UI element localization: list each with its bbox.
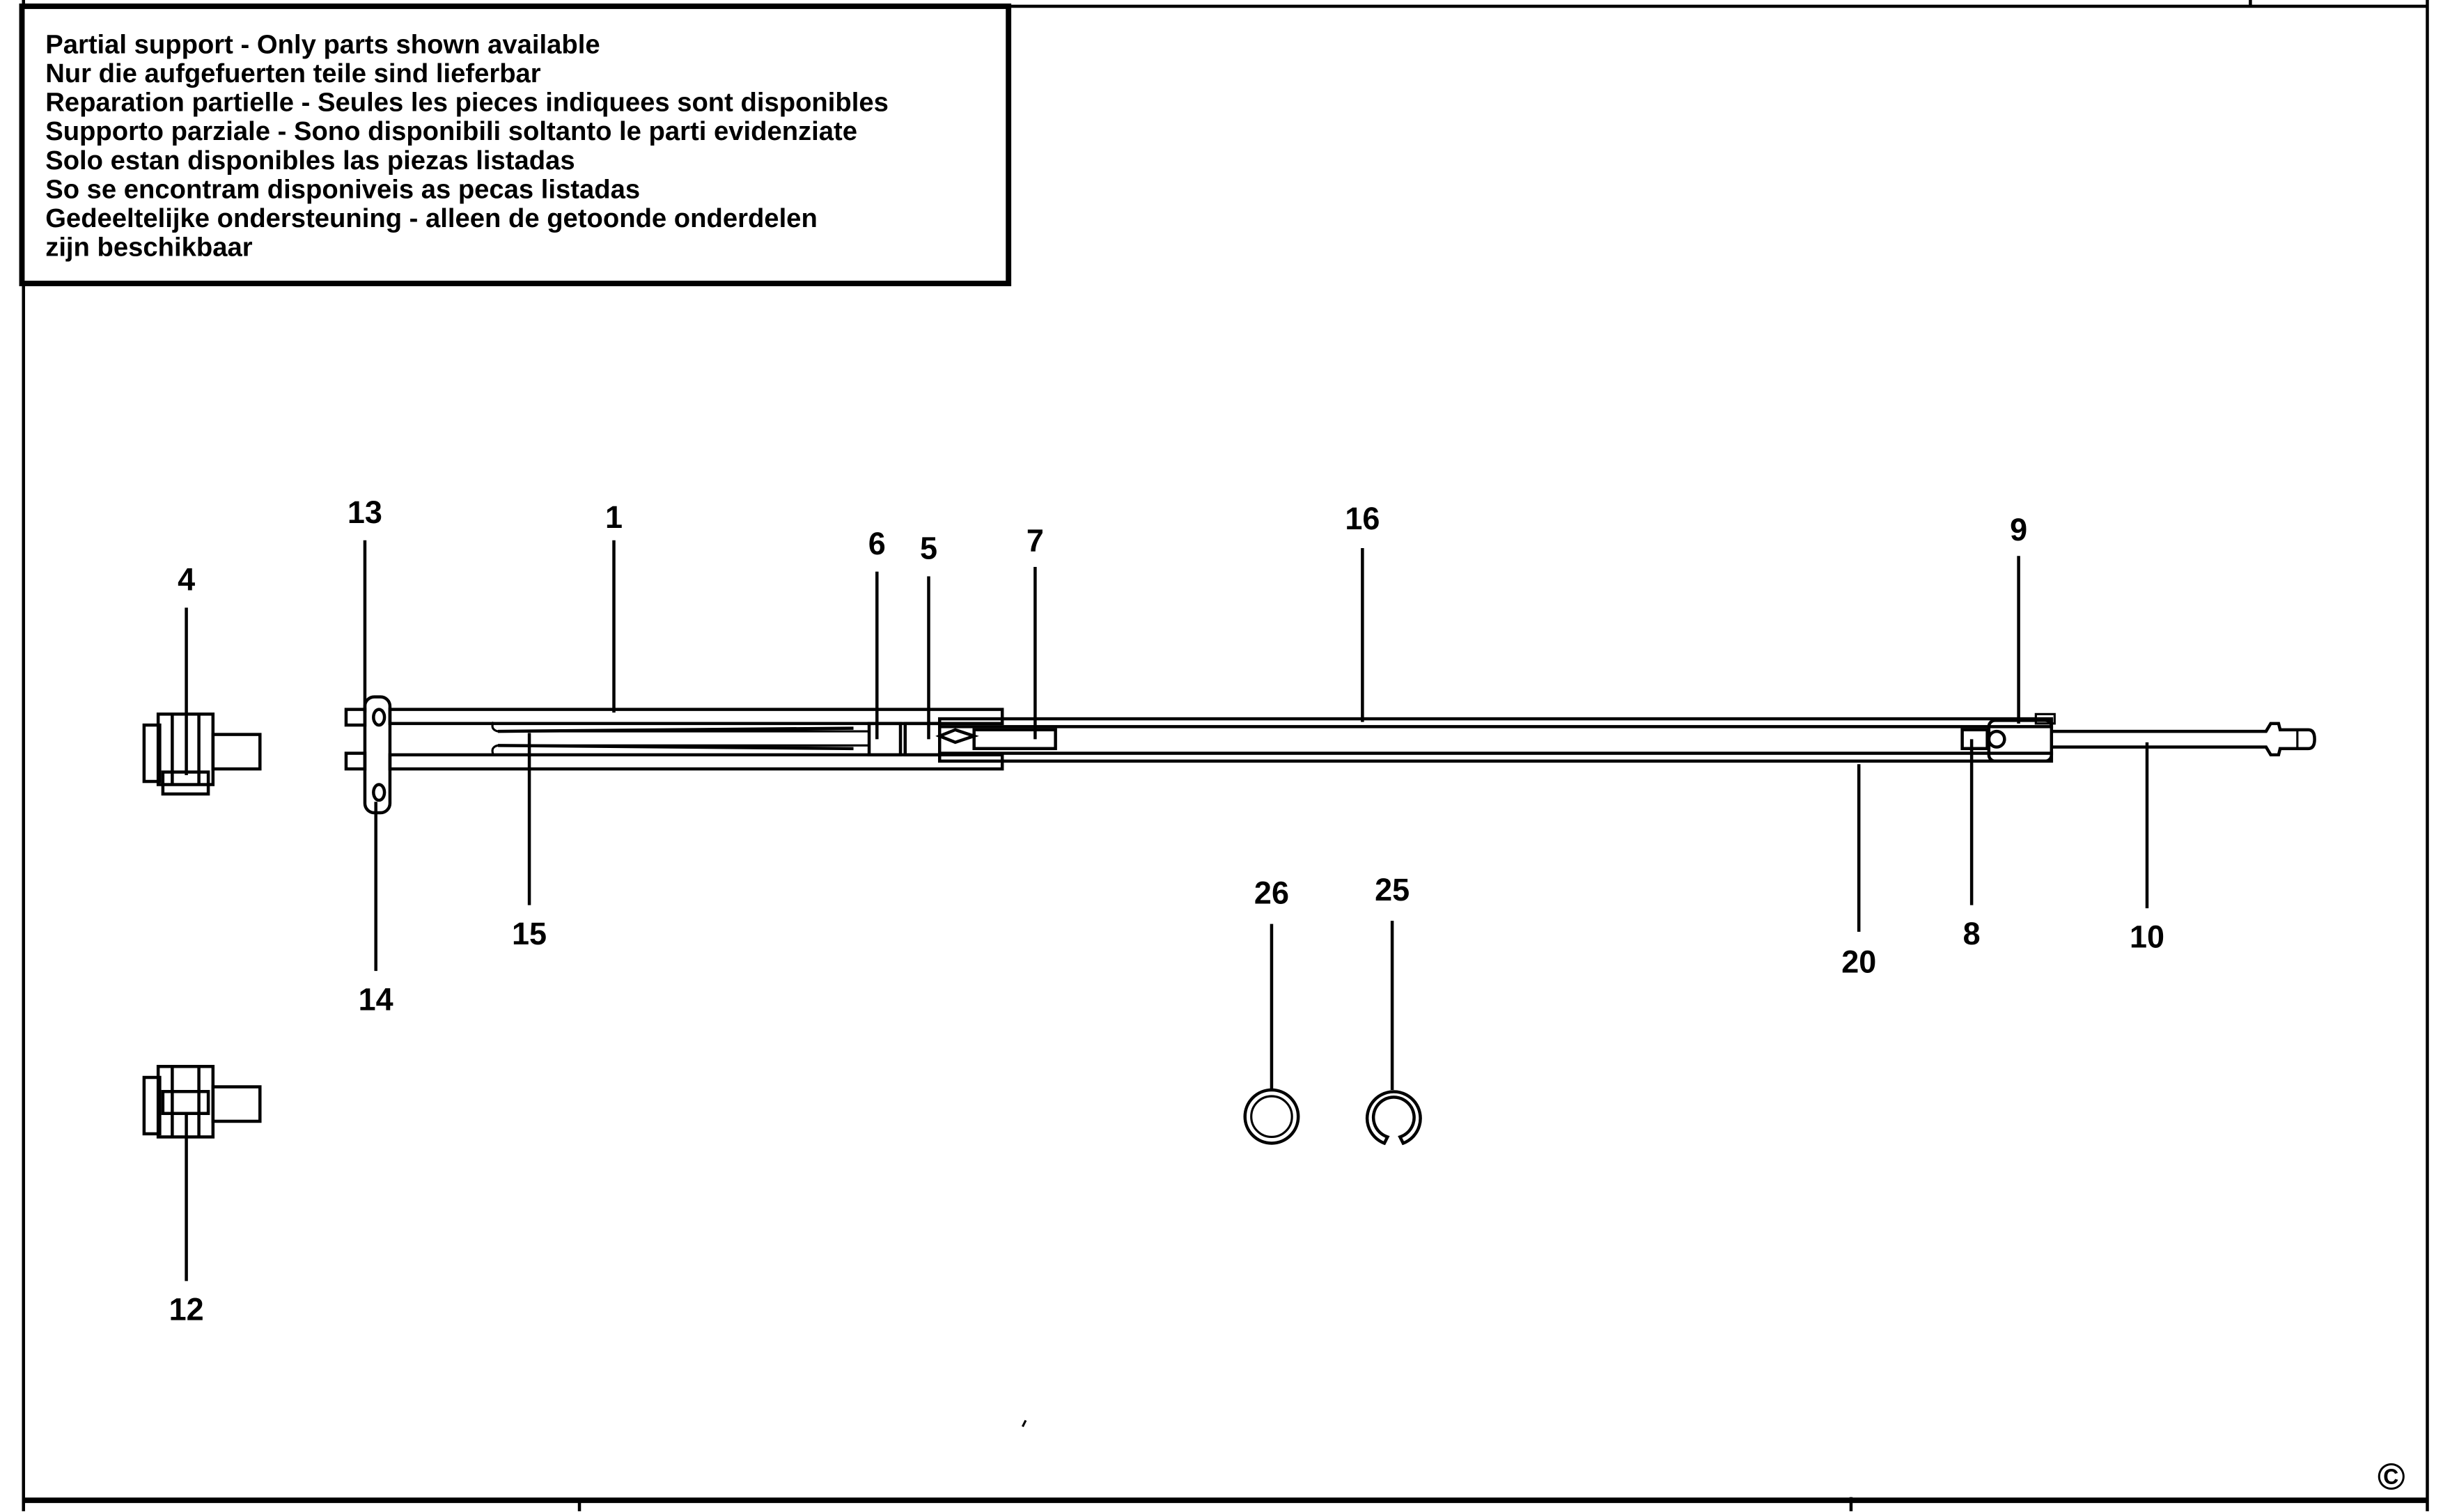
partial-support-notice: Partial support - Only parts shown avail… bbox=[19, 3, 1012, 286]
callout-12: 12 bbox=[169, 1292, 204, 1327]
callout-25: 25 bbox=[1375, 872, 1410, 907]
notice-line: Supporto parziale - Sono disponibili sol… bbox=[45, 116, 857, 146]
notice-line: Nur die aufgefuerten teile sind lieferba… bbox=[45, 59, 541, 88]
notice-line: Solo estan disponibles las piezas listad… bbox=[45, 146, 575, 176]
callout-8: 8 bbox=[1963, 916, 1981, 951]
notice-line: zijn beschikbaar bbox=[45, 233, 253, 263]
callout-10: 10 bbox=[2130, 919, 2164, 954]
callout-6: 6 bbox=[868, 526, 886, 561]
copyright-symbol: © bbox=[2378, 1456, 2405, 1497]
part-25-circlip bbox=[1365, 1090, 1422, 1146]
main-assembly bbox=[344, 695, 2316, 815]
callout-5: 5 bbox=[920, 531, 937, 566]
callout-26: 26 bbox=[1254, 875, 1289, 910]
callout-13: 13 bbox=[348, 494, 382, 530]
leader-lines bbox=[185, 540, 2149, 1281]
notice-line: So se encontram disponiveis as pecas lis… bbox=[45, 174, 640, 204]
callout-16: 16 bbox=[1345, 501, 1380, 536]
part-12-roller bbox=[142, 1065, 262, 1139]
notice-line: Gedeeltelijke ondersteuning - alleen de … bbox=[45, 203, 818, 233]
callout-15: 15 bbox=[512, 916, 547, 951]
callout-9: 9 bbox=[2010, 512, 2027, 547]
part-4-roller bbox=[142, 712, 262, 796]
part-26-ring bbox=[1243, 1088, 1300, 1145]
notice-line: Partial support - Only parts shown avail… bbox=[45, 29, 600, 59]
callout-14: 14 bbox=[359, 981, 393, 1017]
callout-7: 7 bbox=[1027, 523, 1044, 559]
callout-4: 4 bbox=[178, 562, 195, 598]
notice-line: Reparation partielle - Seules les pieces… bbox=[45, 88, 889, 118]
callout-1: 1 bbox=[605, 499, 623, 535]
callout-20: 20 bbox=[1841, 944, 1876, 979]
